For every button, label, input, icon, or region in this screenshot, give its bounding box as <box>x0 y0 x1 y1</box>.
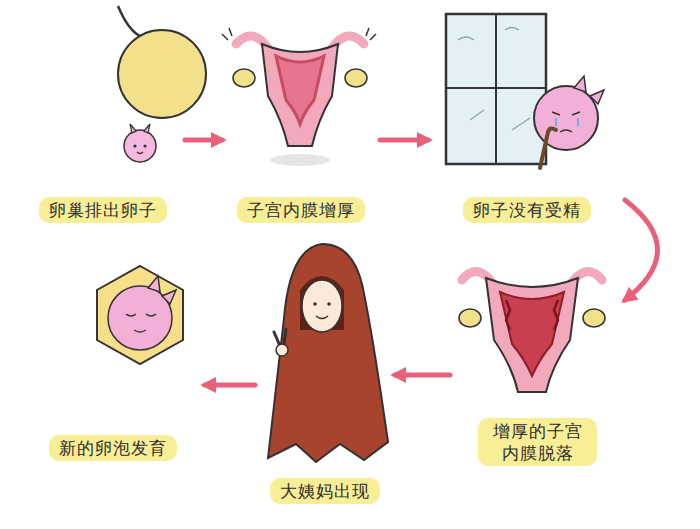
cycle-arrow <box>380 138 428 143</box>
stage-label: 卵子没有受精 <box>463 197 591 223</box>
cycle-arrow <box>205 383 255 388</box>
stage-label: 大姨妈出现 <box>270 478 380 504</box>
stage-label: 新的卵泡发育 <box>49 435 177 461</box>
stage-label: 增厚的子宫 内膜脱落 <box>478 418 597 466</box>
stage-label: 子宫内膜增厚 <box>237 197 365 223</box>
cycle-arrow <box>625 200 658 300</box>
stage-box: 卵巢排出卵子 <box>20 5 185 227</box>
cycle-arrow <box>395 373 450 378</box>
stage-box: 新的卵泡发育 <box>20 250 205 465</box>
stage-box: 子宫内膜增厚 <box>222 5 380 227</box>
stage-box: 大姨妈出现 <box>255 235 395 508</box>
stage-box: 增厚的子宫 内膜脱落 <box>450 255 625 470</box>
cycle-arrow <box>185 138 222 143</box>
stage-box: 卵子没有受精 <box>428 5 625 227</box>
stage-label: 卵巢排出卵子 <box>39 197 167 223</box>
